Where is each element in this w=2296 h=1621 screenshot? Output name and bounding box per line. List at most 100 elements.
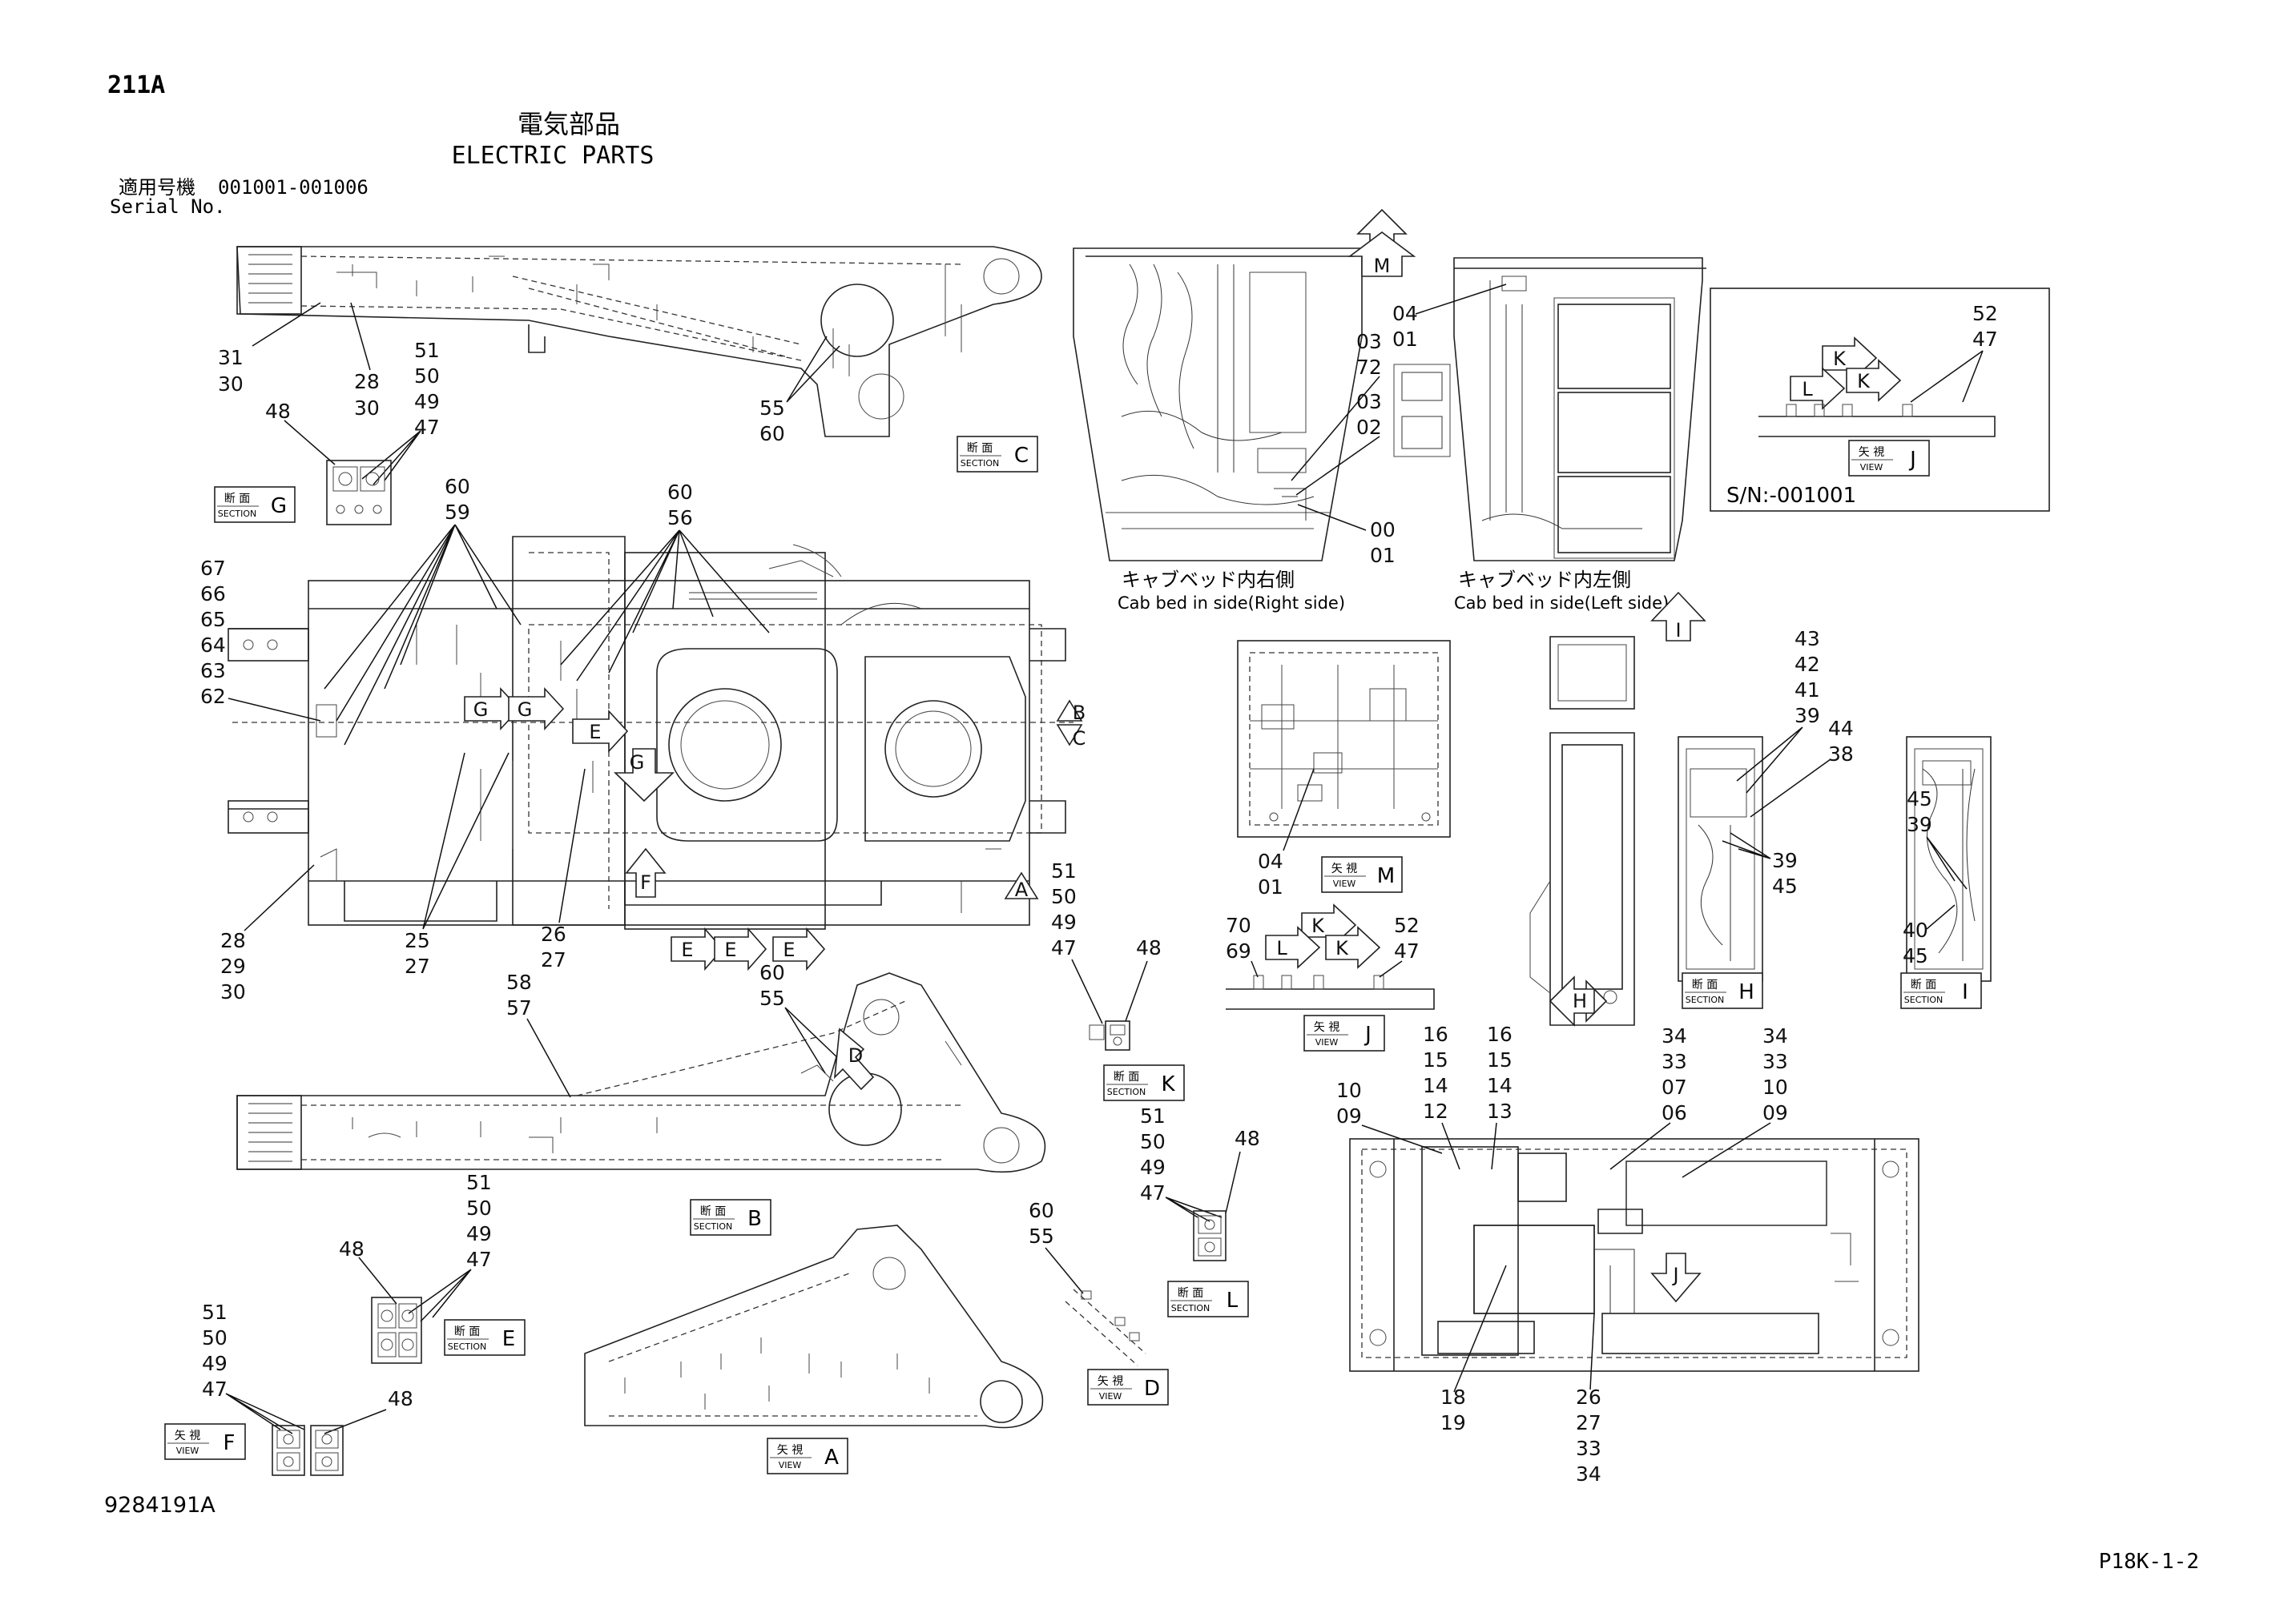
part-51: 51 <box>466 1171 492 1194</box>
part-44: 44 <box>1828 717 1854 740</box>
part-16: 16 <box>1487 1023 1513 1046</box>
part-51: 51 <box>1051 859 1077 883</box>
part-39: 39 <box>1772 849 1798 872</box>
part-07: 07 <box>1662 1076 1687 1099</box>
part-43: 43 <box>1795 627 1820 650</box>
svg-text:断 面: 断 面 <box>224 493 250 505</box>
part-42: 42 <box>1795 653 1820 676</box>
drawing-number: 9284191A <box>104 1493 216 1518</box>
part-06: 06 <box>1662 1101 1687 1124</box>
part-01: 01 <box>1370 544 1396 567</box>
svg-text:矢 視: 矢 視 <box>1314 1021 1339 1034</box>
part-48: 48 <box>339 1237 365 1261</box>
arrow-e: E <box>589 721 601 743</box>
part-28: 28 <box>220 929 246 952</box>
part-14: 14 <box>1487 1074 1513 1097</box>
labels-cab-bed-top: 16 15 14 12 16 15 14 13 10 09 34 33 07 0… <box>1336 1023 1788 1486</box>
part-15: 15 <box>1487 1048 1513 1072</box>
svg-text:断 面: 断 面 <box>454 1325 480 1338</box>
caption-cab-right-ja: キャブベッド内右側 <box>1122 569 1295 591</box>
svg-text:K: K <box>1161 1072 1175 1096</box>
part-00: 00 <box>1370 518 1396 541</box>
part-view-d: 60 55 <box>1029 1199 1146 1366</box>
tag-section-g: 断 面 SECTION G <box>214 486 296 523</box>
labels-cab-right: 03 72 03 02 00 01 キャブベッド内右側 Cab bed in s… <box>1118 330 1396 613</box>
part-27: 27 <box>405 955 430 978</box>
tag-view-j-lower: 矢 視 VIEW J <box>1303 1015 1385 1052</box>
part-63: 63 <box>200 659 226 682</box>
part-55: 55 <box>759 396 785 420</box>
part-66: 66 <box>200 582 226 605</box>
part-49: 49 <box>1051 911 1077 934</box>
rail-view-j: K L K 70 69 52 47 <box>1226 903 1435 1010</box>
labels-main-frame: 60 59 60 56 67 66 65 64 63 62 28 29 30 2… <box>200 475 770 1004</box>
part-51: 51 <box>202 1301 228 1324</box>
arrow-g: G <box>630 751 645 774</box>
connector-view-f: 51 50 49 47 48 <box>202 1301 413 1476</box>
arrow-j: J <box>1671 1264 1678 1286</box>
part-33: 33 <box>1576 1437 1601 1460</box>
part-55: 55 <box>759 987 785 1010</box>
svg-text:断 面: 断 面 <box>700 1205 726 1218</box>
part-27: 27 <box>1576 1411 1601 1434</box>
svg-text:断 面: 断 面 <box>1178 1287 1203 1300</box>
tag-view-a: 矢 視 VIEW A <box>767 1438 848 1474</box>
arrow-c: C <box>1073 727 1086 750</box>
part-26: 26 <box>1576 1386 1601 1409</box>
arrow-e: E <box>783 939 795 961</box>
cabinet-section-i: 45 39 40 45 <box>1903 736 1992 982</box>
part-47: 47 <box>1051 936 1077 959</box>
connector-section-e <box>371 1297 422 1364</box>
part-48: 48 <box>265 400 291 423</box>
arrow-b: B <box>1073 702 1086 724</box>
serial-note-box: K L K 52 47 S/N:-001001 <box>1710 288 2050 512</box>
part-01: 01 <box>1258 875 1283 899</box>
serial-range: 001001-001006 <box>218 176 369 199</box>
page-ref: P18K-1-2 <box>2099 1550 2199 1574</box>
part-45: 45 <box>1907 787 1932 810</box>
tag-section-b: 断 面 SECTION B <box>690 1199 771 1236</box>
part-25: 25 <box>405 929 430 952</box>
part-49: 49 <box>414 390 440 413</box>
part-12: 12 <box>1423 1100 1448 1123</box>
svg-text:矢 視: 矢 視 <box>1331 863 1357 875</box>
view-arrows-main: G G E G B C A F E E E <box>464 686 1086 971</box>
svg-text:SECTION: SECTION <box>1686 995 1724 1005</box>
part-59: 59 <box>445 501 470 524</box>
part-19: 19 <box>1440 1411 1466 1434</box>
svg-text:断 面: 断 面 <box>967 442 993 455</box>
part-64: 64 <box>200 634 226 657</box>
part-60: 60 <box>759 422 785 445</box>
part-47: 47 <box>466 1248 492 1271</box>
tag-section-e: 断 面 SECTION E <box>444 1319 526 1356</box>
tag-view-d: 矢 視 VIEW D <box>1087 1369 1169 1406</box>
part-47: 47 <box>414 416 440 439</box>
svg-text:VIEW: VIEW <box>176 1446 199 1456</box>
tag-section-c: 断 面 SECTION C <box>957 436 1038 473</box>
tag-section-i: 断 面 SECTION I <box>1900 972 1982 1009</box>
part-69: 69 <box>1226 939 1251 963</box>
part-30: 30 <box>220 980 246 1004</box>
part-41: 41 <box>1795 678 1820 702</box>
part-28: 28 <box>354 370 380 393</box>
connector-section-k: 51 50 49 47 48 <box>1051 859 1162 1051</box>
arrow-i: I <box>1675 619 1681 642</box>
labels-lower-frame: 58 57 60 55 D 51 50 49 47 48 <box>339 961 875 1322</box>
tag-view-m: 矢 視 VIEW M <box>1321 856 1403 893</box>
part-67: 67 <box>200 557 226 580</box>
svg-text:H: H <box>1738 980 1754 1004</box>
page-code: 211A <box>107 71 165 99</box>
tag-section-l: 断 面 SECTION L <box>1167 1281 1249 1317</box>
frame-main-top-view <box>228 536 1073 930</box>
svg-text:SECTION: SECTION <box>448 1341 486 1352</box>
part-50: 50 <box>1140 1130 1166 1153</box>
part-01: 01 <box>1392 328 1418 351</box>
part-48: 48 <box>1136 936 1162 959</box>
part-48: 48 <box>388 1387 413 1410</box>
part-50: 50 <box>1051 885 1077 908</box>
svg-text:VIEW: VIEW <box>1860 462 1883 473</box>
part-39: 39 <box>1795 704 1820 727</box>
part-47: 47 <box>1140 1181 1166 1205</box>
arrow-k: K <box>1833 348 1847 370</box>
